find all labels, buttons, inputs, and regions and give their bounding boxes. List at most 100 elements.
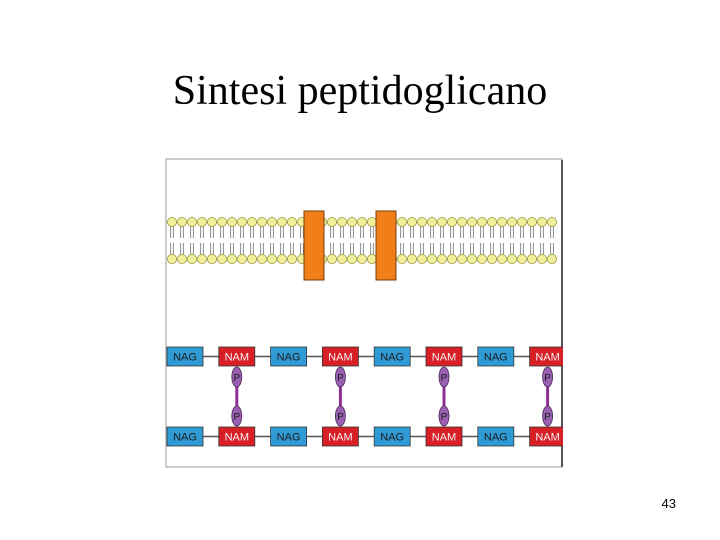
nag-label: NAG xyxy=(484,432,508,444)
lipid-head xyxy=(207,254,218,265)
lipid-head xyxy=(536,254,547,265)
peptide-top xyxy=(334,366,346,388)
lipid-head xyxy=(546,217,557,228)
lipid-head xyxy=(536,217,547,228)
peptide-top-label: P xyxy=(441,373,448,384)
lipid-head xyxy=(356,217,367,228)
peptide-top xyxy=(231,366,243,388)
diagram-frame xyxy=(165,158,563,468)
lipid-head xyxy=(516,254,527,265)
lipid-head xyxy=(237,254,248,265)
lipid-head xyxy=(257,254,268,265)
peptide-bottom-label: P xyxy=(441,412,448,423)
lipid-head xyxy=(456,217,467,228)
lipid-head xyxy=(227,217,238,228)
nam-unit xyxy=(218,426,256,447)
nam-unit xyxy=(425,346,463,367)
lipid-head xyxy=(247,217,258,228)
lipid-head xyxy=(227,254,238,265)
nag-unit xyxy=(270,346,307,367)
lipid-head xyxy=(496,217,507,228)
lipid-head xyxy=(217,217,228,228)
peptide-bottom xyxy=(334,405,346,427)
peptide-top-label: P xyxy=(337,373,344,384)
lipid-head xyxy=(277,217,288,228)
peptide-bottom xyxy=(542,405,554,427)
lipid-head xyxy=(466,217,477,228)
lipid-head xyxy=(176,217,187,228)
lipid-head xyxy=(476,217,487,228)
lipid-head xyxy=(436,254,447,265)
lipid-head xyxy=(416,254,427,265)
lipid-head xyxy=(516,217,527,228)
nam-unit xyxy=(321,426,359,447)
lipid-head xyxy=(326,254,337,265)
lipid-head xyxy=(446,254,457,265)
lipid-head xyxy=(496,254,507,265)
membrane-proteins xyxy=(303,210,397,281)
nam-label: NAM xyxy=(432,432,456,444)
lipid-head xyxy=(186,217,197,228)
lipid-head xyxy=(416,217,427,228)
nam-label: NAM xyxy=(225,352,249,364)
lipid-head xyxy=(356,254,367,265)
lipid-head xyxy=(526,254,537,265)
lipid-head xyxy=(217,254,228,265)
membrane-protein xyxy=(375,210,397,281)
peptide-top-label: P xyxy=(544,373,551,384)
peptide-top xyxy=(438,366,450,388)
lipid-head xyxy=(186,254,197,265)
lipid-head xyxy=(436,217,447,228)
lipid-head xyxy=(336,254,347,265)
lipid-head xyxy=(506,254,517,265)
lipid-head xyxy=(506,217,517,228)
lipid-head xyxy=(526,217,537,228)
nag-unit xyxy=(373,346,411,367)
nag-label: NAG xyxy=(380,352,404,364)
peptide-top xyxy=(542,366,554,388)
nag-label: NAG xyxy=(173,352,197,364)
lipid-head xyxy=(287,254,298,265)
nam-label: NAM xyxy=(535,352,559,364)
lipid-head xyxy=(197,217,208,228)
nag-label: NAG xyxy=(380,432,404,444)
nag-label: NAG xyxy=(484,352,508,364)
nag-unit xyxy=(166,426,204,447)
lipid-head xyxy=(366,217,377,228)
peptide-bottom-label: P xyxy=(337,412,344,423)
nag-unit xyxy=(477,346,515,367)
lipid-head xyxy=(237,217,248,228)
lipid-head xyxy=(346,217,357,228)
nam-label: NAM xyxy=(432,352,456,364)
lipid-head xyxy=(466,254,477,265)
peptide-bottom xyxy=(438,405,450,427)
lipid-head xyxy=(267,217,278,228)
membrane-protein xyxy=(303,210,325,281)
lipid-head xyxy=(247,254,258,265)
lipid-head xyxy=(486,217,497,228)
lipid-head xyxy=(456,254,467,265)
nag-unit xyxy=(477,426,515,447)
nag-unit xyxy=(270,426,307,447)
lipid-head xyxy=(287,217,298,228)
lipid-head xyxy=(406,254,417,265)
lipid-head xyxy=(257,217,268,228)
lipid-head xyxy=(396,254,407,265)
lipid-head xyxy=(446,217,457,228)
lipid-head xyxy=(167,217,177,228)
nag-unit xyxy=(166,346,204,367)
lipid-head xyxy=(426,217,437,228)
nag-label: NAG xyxy=(277,432,301,444)
nam-label: NAM xyxy=(328,432,352,444)
nam-unit xyxy=(425,426,463,447)
lipid-head xyxy=(326,217,337,228)
lipid-head xyxy=(546,254,557,265)
lipid-head xyxy=(267,254,278,265)
lipid-head xyxy=(336,217,347,228)
peptide-bottom-label: P xyxy=(544,412,551,423)
slide-title: Sintesi peptidoglicano xyxy=(172,68,548,114)
lipid-head xyxy=(396,217,407,228)
